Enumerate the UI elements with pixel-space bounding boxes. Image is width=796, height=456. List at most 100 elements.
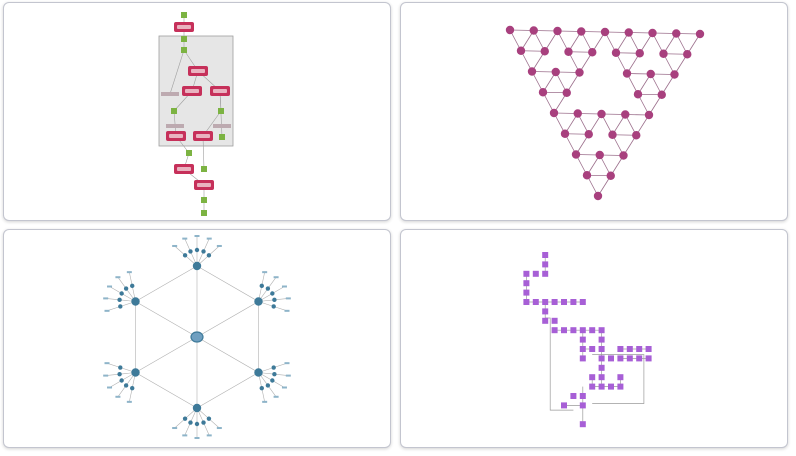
tri-node: [540, 47, 549, 56]
radial-child-node: [271, 304, 276, 309]
grid-node: [579, 402, 586, 409]
radial-child-node: [130, 385, 135, 391]
graph-card-orthogonal[interactable]: [400, 229, 788, 448]
flow-edge-label: [166, 124, 184, 128]
flow-port-node: [201, 210, 207, 216]
flow-port-node: [171, 108, 177, 114]
radial-leaf-node: [284, 309, 290, 312]
radial-leaf-node: [206, 237, 212, 240]
radial-edge: [129, 272, 133, 286]
tri-node: [595, 150, 604, 160]
grid-node: [523, 280, 530, 287]
grid-node: [645, 346, 652, 352]
radial-child-node: [265, 286, 271, 291]
radial-leaf-node: [172, 427, 178, 430]
radial-edge: [184, 422, 191, 436]
grid-edge: [545, 317, 574, 411]
radial-hub-node: [131, 297, 140, 306]
graph-card-sierpinski[interactable]: [400, 2, 788, 221]
tri-node: [624, 28, 633, 37]
radial-ring-edge: [135, 372, 198, 409]
flow-port-node: [181, 47, 187, 53]
radial-leaf-node: [107, 386, 113, 389]
tri-node: [646, 69, 655, 79]
radial-ring-edge: [196, 372, 259, 409]
radial-hub-node: [192, 261, 202, 271]
grid-node: [542, 317, 549, 324]
tri-node: [505, 25, 515, 35]
radial-leaf-node: [126, 271, 132, 274]
grid-node: [579, 421, 586, 428]
radial-child-node: [188, 249, 193, 254]
sierpinski-graph-canvas: [505, 25, 705, 201]
flow-port-node: [219, 134, 225, 140]
flow-port-node: [201, 197, 207, 203]
grid-node: [523, 299, 530, 305]
radial-child-node: [123, 383, 129, 388]
tri-node: [657, 90, 666, 99]
radial-leaf-node: [104, 309, 110, 312]
radial-child-node: [117, 297, 122, 303]
radial-leaf-node: [126, 400, 132, 403]
radial-child-node: [194, 247, 200, 253]
radial-child-node: [271, 365, 276, 370]
tri-node: [577, 27, 586, 36]
radial-child-node: [270, 291, 275, 296]
grid-node: [579, 336, 586, 343]
radial-leaf-node: [103, 297, 109, 300]
grid-node: [589, 383, 596, 390]
radial-leaf-node: [194, 235, 200, 237]
radial-edge: [203, 238, 210, 252]
radial-edge: [208, 418, 220, 429]
radial-child-node: [188, 420, 193, 425]
graph-card-radial[interactable]: [3, 229, 391, 448]
radial-edge: [272, 286, 285, 294]
grid-node: [542, 270, 549, 277]
grid-edge: [592, 354, 645, 404]
radial-leaf-node: [104, 362, 110, 365]
tri-node: [633, 90, 643, 99]
radial-hub-node: [254, 297, 263, 306]
flow-port-node: [218, 108, 224, 114]
radial-leaf-node: [182, 434, 188, 437]
grid-node: [542, 299, 549, 305]
grid-node: [589, 346, 596, 352]
grid-node: [598, 374, 605, 381]
flow-port-node: [201, 166, 207, 172]
radial-child-node: [119, 378, 124, 383]
tri-node: [648, 28, 657, 38]
tri-node: [619, 151, 628, 160]
tri-node: [549, 108, 559, 118]
grid-node: [523, 289, 530, 296]
radial-child-node: [182, 253, 188, 258]
grid-node: [551, 317, 558, 324]
grid-node: [617, 346, 624, 352]
radial-edge: [129, 388, 133, 402]
grid-node: [636, 346, 643, 352]
grid-node: [532, 270, 539, 277]
grid-node: [645, 355, 652, 362]
tri-node: [608, 130, 617, 139]
tri-node: [527, 67, 537, 76]
tri-node: [622, 69, 632, 78]
tri-node: [632, 131, 641, 140]
radial-leaf-node: [107, 285, 113, 288]
tri-node: [659, 49, 668, 58]
radial-child-node: [201, 420, 206, 425]
radial-child-node: [272, 371, 277, 377]
radial-leaf-node: [284, 362, 290, 365]
flow-node-label: [177, 167, 191, 171]
flow-edge: [202, 135, 205, 170]
grid-node: [598, 327, 605, 334]
radial-hub-node: [131, 368, 140, 377]
tri-node: [621, 110, 630, 119]
radial-center-node: [190, 331, 204, 343]
radial-leaf-node: [262, 400, 268, 403]
radial-child-node: [272, 297, 277, 303]
radial-ring-edge: [135, 265, 198, 302]
tri-node: [635, 49, 644, 58]
tri-node: [588, 48, 597, 57]
flow-node-label: [169, 134, 183, 138]
graph-card-hierarchical[interactable]: [3, 2, 391, 221]
radial-child-node: [259, 385, 264, 391]
